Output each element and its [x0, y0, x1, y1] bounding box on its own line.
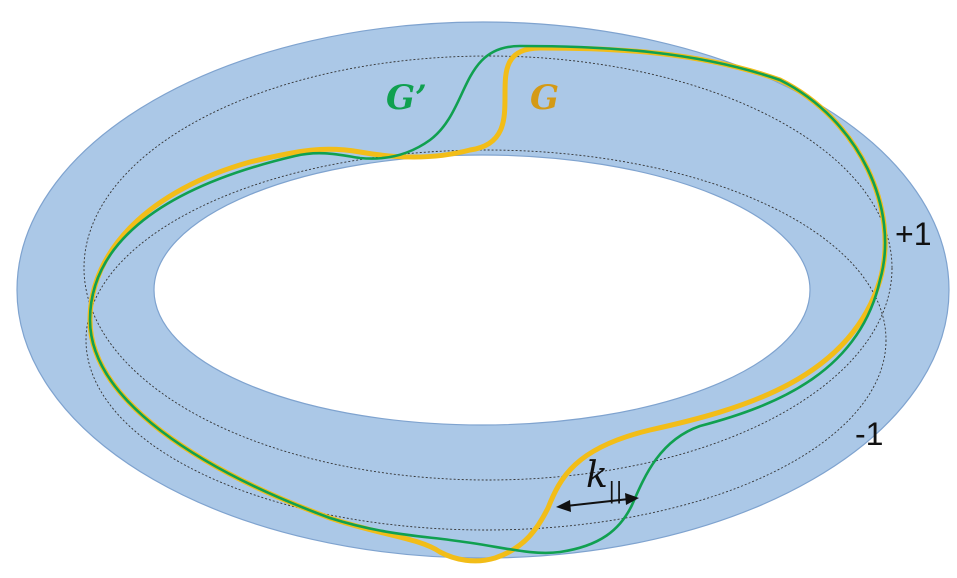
torus-hole-outline — [153, 154, 811, 426]
label-plus-one: +1 — [895, 216, 931, 252]
curve-g-prime — [88, 44, 887, 555]
label-g: G — [530, 78, 559, 118]
torus-ring — [16, 21, 950, 559]
k-parallel-arrow — [556, 493, 639, 512]
dotted-guide-inner — [85, 149, 887, 531]
label-k-subscript: || — [608, 479, 623, 504]
label-g-prime: G’ — [386, 78, 427, 118]
dotted-guide-outer — [83, 55, 893, 481]
label-minus-one: -1 — [855, 416, 883, 452]
label-k: k — [586, 455, 608, 496]
